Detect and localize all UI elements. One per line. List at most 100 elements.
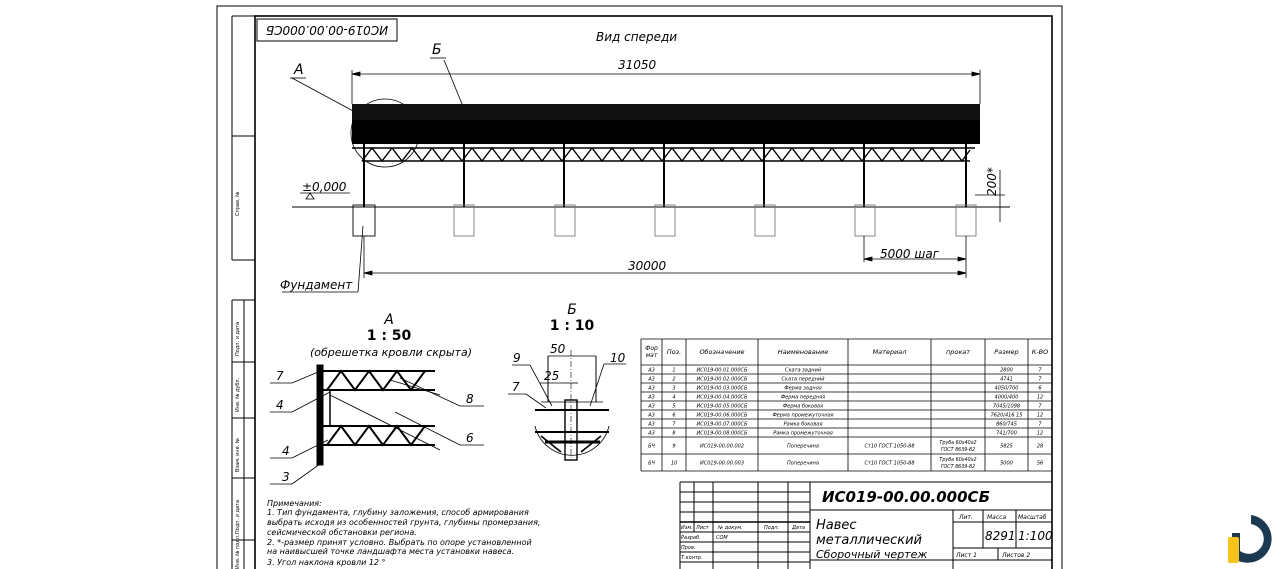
spec-cell-r8-c5a: Труба 60x40x2	[939, 440, 976, 446]
detail-a-scale: 1 : 50	[367, 328, 412, 344]
detail-b-leader-10: 10	[610, 351, 626, 365]
title-sheets-label: Листов 2	[1001, 552, 1030, 559]
spec-cell-r1-c2: ИС019-00.02.000СБ	[697, 377, 749, 383]
detail-a-truss	[316, 364, 441, 466]
spec-cell-r3-c2: ИС019-00.04.000СБ	[697, 395, 749, 401]
spec-cell-r5-c6: 7620/416 15	[991, 413, 1023, 419]
detail-a-leader-3: 3	[282, 470, 290, 484]
title-developer: СОМ	[716, 535, 728, 541]
brand-logo-icon	[1228, 515, 1272, 563]
callout-a: А	[293, 62, 304, 78]
spec-cell-r2-c1: 3	[672, 386, 675, 392]
title-doc-code: ИС019-00.00.000СБ	[822, 488, 990, 506]
spec-cell-r3-c3: Ферма передняя	[781, 395, 825, 401]
detail-b-leader-9: 9	[513, 351, 521, 365]
strip-label-2: Подп. и дата	[235, 322, 241, 356]
title-sig-list: Лист	[695, 525, 710, 531]
detail-b-drawing	[534, 350, 610, 461]
detail-b-dim-50: 50	[550, 342, 566, 356]
spec-cell-r0-c2: ИС019-00.01.000СБ	[697, 368, 749, 374]
spec-cell-r8-c6: 5825	[1000, 444, 1013, 450]
spec-cell-r4-c6: 7045/1098	[993, 404, 1020, 410]
title-scale-value: 1:100	[1018, 529, 1053, 543]
spec-cell-r7-c6: 741/700	[996, 431, 1017, 437]
title-row-tkontr: Т.контр.	[681, 555, 703, 561]
detail-b-scale: 1 : 10	[550, 318, 595, 334]
detail-b-dim-25: 25	[544, 369, 559, 383]
title-mass-label: Масса	[987, 514, 1006, 521]
spec-cell-r9-c1: 10	[671, 461, 677, 467]
spec-cell-r9-c2: ИС019-00.00.003	[700, 461, 744, 467]
strip-label-6: Инв. № подл.	[235, 534, 241, 569]
notes-line-5: на наивысшей точке ландшафта места устан…	[267, 547, 514, 556]
spec-cell-r7-c0: А3	[647, 431, 655, 437]
strip-label-5: Подп. и дата	[235, 500, 241, 534]
notes-line-1: 1. Тип фундамента, глубину заложения, сп…	[267, 508, 529, 517]
spec-header-4: Материал	[873, 348, 907, 356]
view-title: Вид спереди	[596, 30, 677, 44]
dim-total-text: 31050	[618, 58, 657, 72]
spec-cell-r6-c1: 7	[672, 422, 676, 428]
spec-cell-r2-c0: А3	[647, 386, 655, 392]
detail-a-leader-7: 7	[276, 369, 284, 383]
columns	[363, 120, 967, 207]
callout-a-leader	[291, 77, 356, 113]
stamp-code: ИС019-00.00.000СБ	[266, 23, 388, 37]
spec-cell-r0-c3: Ската задний	[785, 368, 822, 374]
strip-label-3: Инв. № дубл.	[235, 377, 241, 412]
spec-header-format-2: мат	[646, 352, 658, 359]
detail-a-leaders	[270, 371, 484, 485]
spec-cell-r1-c7: 7	[1038, 377, 1042, 383]
notes-line-6: 3. Угол наклона кровли 12 °	[267, 558, 386, 567]
title-mass-value: 8291	[985, 529, 1016, 543]
detail-a-title: А	[383, 312, 394, 328]
spec-header-2: Обозначение	[699, 348, 744, 356]
detail-b-leader-7: 7	[512, 380, 520, 394]
outer-frame	[216, 5, 1063, 569]
title-block	[679, 481, 1052, 569]
spec-cell-r1-c3: Ската передний	[782, 377, 826, 383]
notes-line-2: выбрать исходя из особенностей грунта, г…	[267, 518, 540, 527]
spec-header-5: прокат	[946, 348, 970, 356]
spec-header-6: Размер	[994, 348, 1018, 356]
spec-cell-r9-c7: 56	[1037, 461, 1043, 467]
spec-cell-r6-c0: А3	[647, 422, 655, 428]
title-row-prov: Пров.	[681, 545, 696, 551]
spec-cell-r5-c1: 6	[672, 413, 675, 419]
notes-heading: Примечания:	[267, 499, 322, 508]
detail-b-title: Б	[567, 302, 577, 318]
detail-a-note: (обрешетка кровли скрыта)	[310, 346, 472, 359]
spec-cell-r8-c4: Ст10 ГОСТ 1050-88	[864, 444, 914, 450]
spec-cell-r9-c6: 5000	[1000, 461, 1013, 467]
spec-cell-r2-c6: 4050/700	[995, 386, 1019, 392]
spec-cell-r8-c0: БЧ	[648, 444, 655, 450]
spec-cell-r7-c7: 12	[1037, 431, 1043, 437]
title-sig-podp: Подп.	[764, 525, 779, 531]
spec-cell-r4-c7: 7	[1038, 404, 1042, 410]
spec-cell-r8-c2: ИС019-00.00.002	[700, 444, 744, 450]
title-sig-doc: № докум.	[717, 525, 743, 531]
dim-axes-text: 30000	[628, 259, 667, 273]
spec-cell-r7-c1: 8	[672, 431, 675, 437]
spec-cell-r8-c5b: ГОСТ 8639-82	[941, 447, 975, 453]
spec-table-grid	[640, 338, 1053, 472]
spec-header-7: К-ВО	[1032, 348, 1049, 356]
foundation-label: Фундамент	[280, 278, 353, 292]
title-sheet-label: Лист 1	[955, 552, 977, 559]
inner-frame	[254, 15, 1053, 569]
spec-cell-r3-c7: 12	[1037, 395, 1043, 401]
spec-cell-r1-c6: 4741	[1000, 377, 1013, 383]
title-sig-izm: Изм.	[681, 525, 693, 531]
spec-cell-r0-c1: 1	[672, 368, 675, 374]
notes-line-4: 2. *-размер принят условно. Выбрать по о…	[267, 538, 532, 547]
notes: Примечания: 1. Тип фундамента, глубину з…	[267, 499, 540, 567]
title-name-2: металлический	[816, 533, 922, 548]
spec-cell-r6-c7: 7	[1038, 422, 1042, 428]
detail-a-leader-6: 6	[466, 431, 474, 445]
title-name-1: Навес	[816, 518, 857, 533]
spec-cell-r4-c3: Ферма боковая	[783, 404, 823, 410]
spec-header-format: Фор	[645, 345, 658, 352]
strip-label-1: Справ. №	[235, 191, 241, 216]
